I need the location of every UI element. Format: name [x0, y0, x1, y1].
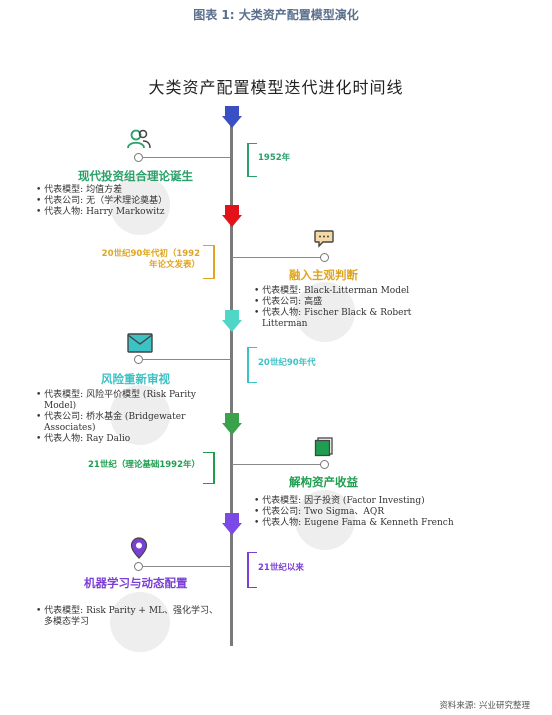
- stage-3-details: 代表模型: 风险平价模型 (Risk Parity Model) 代表公司: 桥…: [36, 390, 229, 445]
- timeline-axis: [230, 108, 233, 646]
- stage-4-connector: [232, 464, 322, 465]
- stage-4-node: [320, 460, 329, 469]
- timeline-arrow-1: [222, 106, 242, 128]
- arrow-head: [222, 320, 242, 332]
- stage-5-title: 机器学习与动态配置: [84, 576, 188, 590]
- arrow-head: [222, 116, 242, 128]
- stage-2-item: 代表公司: 高盛: [254, 297, 454, 308]
- stage-4-item: 代表人物: Eugene Fama & Kenneth French: [254, 518, 494, 529]
- arrow-stem: [225, 513, 239, 523]
- stage-3-item: 代表人物: Ray Dalio: [36, 434, 229, 445]
- stage-1-details: 代表模型: 均值方差 代表公司: 无（学术理论奠基） 代表人物: Harry M…: [36, 185, 221, 218]
- location-pin-icon: [130, 537, 148, 559]
- stage-2-item: 代表人物: Fischer Black & Robert Litterman: [254, 308, 454, 330]
- stage-4-details: 代表模型: 因子投资 (Factor Investing) 代表公司: Two …: [254, 496, 494, 529]
- book-icon: [314, 437, 333, 457]
- timeline-arrow-3: [222, 310, 242, 332]
- stage-4-item: 代表模型: 因子投资 (Factor Investing): [254, 496, 494, 507]
- stage-4-title: 解构资产收益: [289, 475, 358, 489]
- stage-2-date-bracket: [203, 245, 215, 279]
- stage-1-date-bracket: [247, 143, 257, 177]
- stage-3-connector: [142, 359, 231, 360]
- stage-1-date: 1952年: [258, 153, 291, 163]
- stage-1-item: 代表模型: 均值方差: [36, 185, 221, 196]
- stage-4-item: 代表公司: Two Sigma、AQR: [254, 507, 494, 518]
- stage-3-item: 代表模型: 风险平价模型 (Risk Parity Model): [36, 390, 229, 412]
- arrow-stem: [225, 413, 239, 423]
- stage-3-item: 代表公司: 桥水基金 (Bridgewater Associates): [36, 412, 229, 434]
- envelope-icon: [127, 333, 153, 353]
- stage-4-date: 21世纪（理论基础1992年）: [88, 460, 200, 470]
- stage-5-connector: [142, 566, 231, 567]
- stage-2-connector: [232, 257, 322, 258]
- arrow-head: [222, 523, 242, 535]
- stage-3-date: 20世纪90年代: [258, 358, 316, 368]
- stage-3-date-bracket: [247, 347, 257, 383]
- stage-3-title: 风险重新审视: [101, 372, 170, 386]
- stage-2-title: 融入主观判断: [289, 268, 358, 282]
- chat-bubble-icon: [314, 230, 334, 248]
- stage-1-title: 现代投资组合理论诞生: [78, 169, 193, 183]
- stage-5-details: 代表模型: Risk Parity + ML、强化学习、多模态学习: [36, 606, 221, 628]
- diagram-title: 大类资产配置模型迭代进化时间线: [148, 78, 404, 97]
- source-note: 资料来源: 兴业研究整理: [439, 701, 530, 711]
- stage-2-node: [320, 253, 329, 262]
- arrow-stem: [225, 310, 239, 320]
- arrow-stem: [225, 205, 239, 215]
- stage-5-date: 21世纪以来: [258, 563, 304, 573]
- arrow-stem: [225, 106, 239, 116]
- people-icon: [127, 129, 151, 149]
- stage-1-item: 代表人物: Harry Markowitz: [36, 207, 221, 218]
- stage-2-item: 代表模型: Black-Litterman Model: [254, 286, 454, 297]
- arrow-head: [222, 215, 242, 227]
- stage-2-date: 20世纪90年代初（1992年论文发表）: [101, 249, 200, 270]
- timeline-arrow-5: [222, 513, 242, 535]
- stage-1-item: 代表公司: 无（学术理论奠基）: [36, 196, 221, 207]
- stage-5-item: 代表模型: Risk Parity + ML、强化学习、多模态学习: [36, 606, 221, 628]
- figure-caption: 图表 1: 大类资产配置模型演化: [193, 8, 359, 22]
- stage-4-date-bracket: [203, 452, 215, 484]
- stage-2-details: 代表模型: Black-Litterman Model 代表公司: 高盛 代表人…: [254, 286, 454, 330]
- stage-5-date-bracket: [247, 552, 257, 588]
- stage-1-connector: [142, 157, 231, 158]
- timeline-arrow-2: [222, 205, 242, 227]
